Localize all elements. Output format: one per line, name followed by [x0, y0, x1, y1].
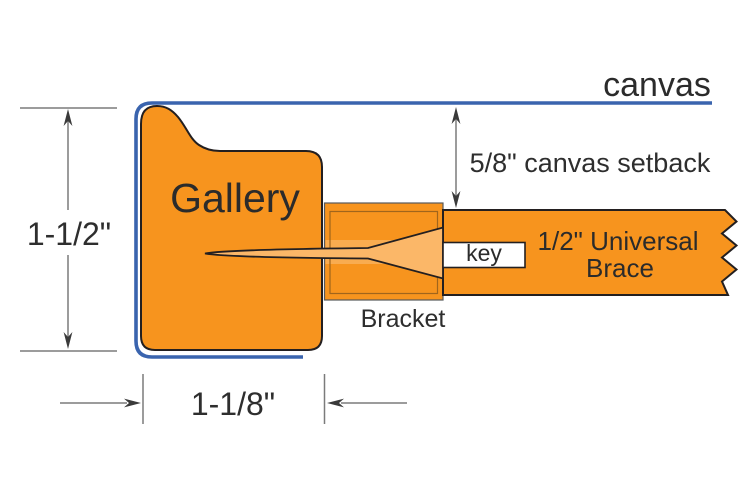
brace-label-line2: Brace [586, 253, 654, 283]
arrow-down-icon [451, 191, 461, 208]
arrow-down-icon [63, 332, 73, 349]
arrow-up-icon [451, 107, 461, 124]
arrow-right-icon [124, 398, 141, 408]
universal-brace [442, 209, 739, 296]
key-label-box [442, 241, 526, 269]
arrow-left-icon [327, 398, 344, 408]
setback-dimension: 5/8" canvas setback [451, 107, 711, 208]
bracket-label: Bracket [361, 305, 446, 333]
arrow-up-icon [63, 109, 73, 126]
canvas-line [134, 101, 712, 359]
setback-dimension-label: 5/8" canvas setback [470, 148, 711, 178]
brace-label-line1: 1/2" Universal [538, 226, 699, 256]
height-dimension: 1-1/2" [20, 107, 117, 352]
canvas-label: canvas [603, 66, 711, 104]
gallery-profile-label: Gallery [170, 175, 300, 221]
key-label: key [466, 240, 502, 266]
width-dimension: 1-1/8" [60, 374, 407, 424]
height-dimension-label: 1-1/2" [27, 216, 111, 252]
gallery-profile-shape [140, 105, 323, 351]
width-dimension-label: 1-1/8" [191, 386, 275, 422]
